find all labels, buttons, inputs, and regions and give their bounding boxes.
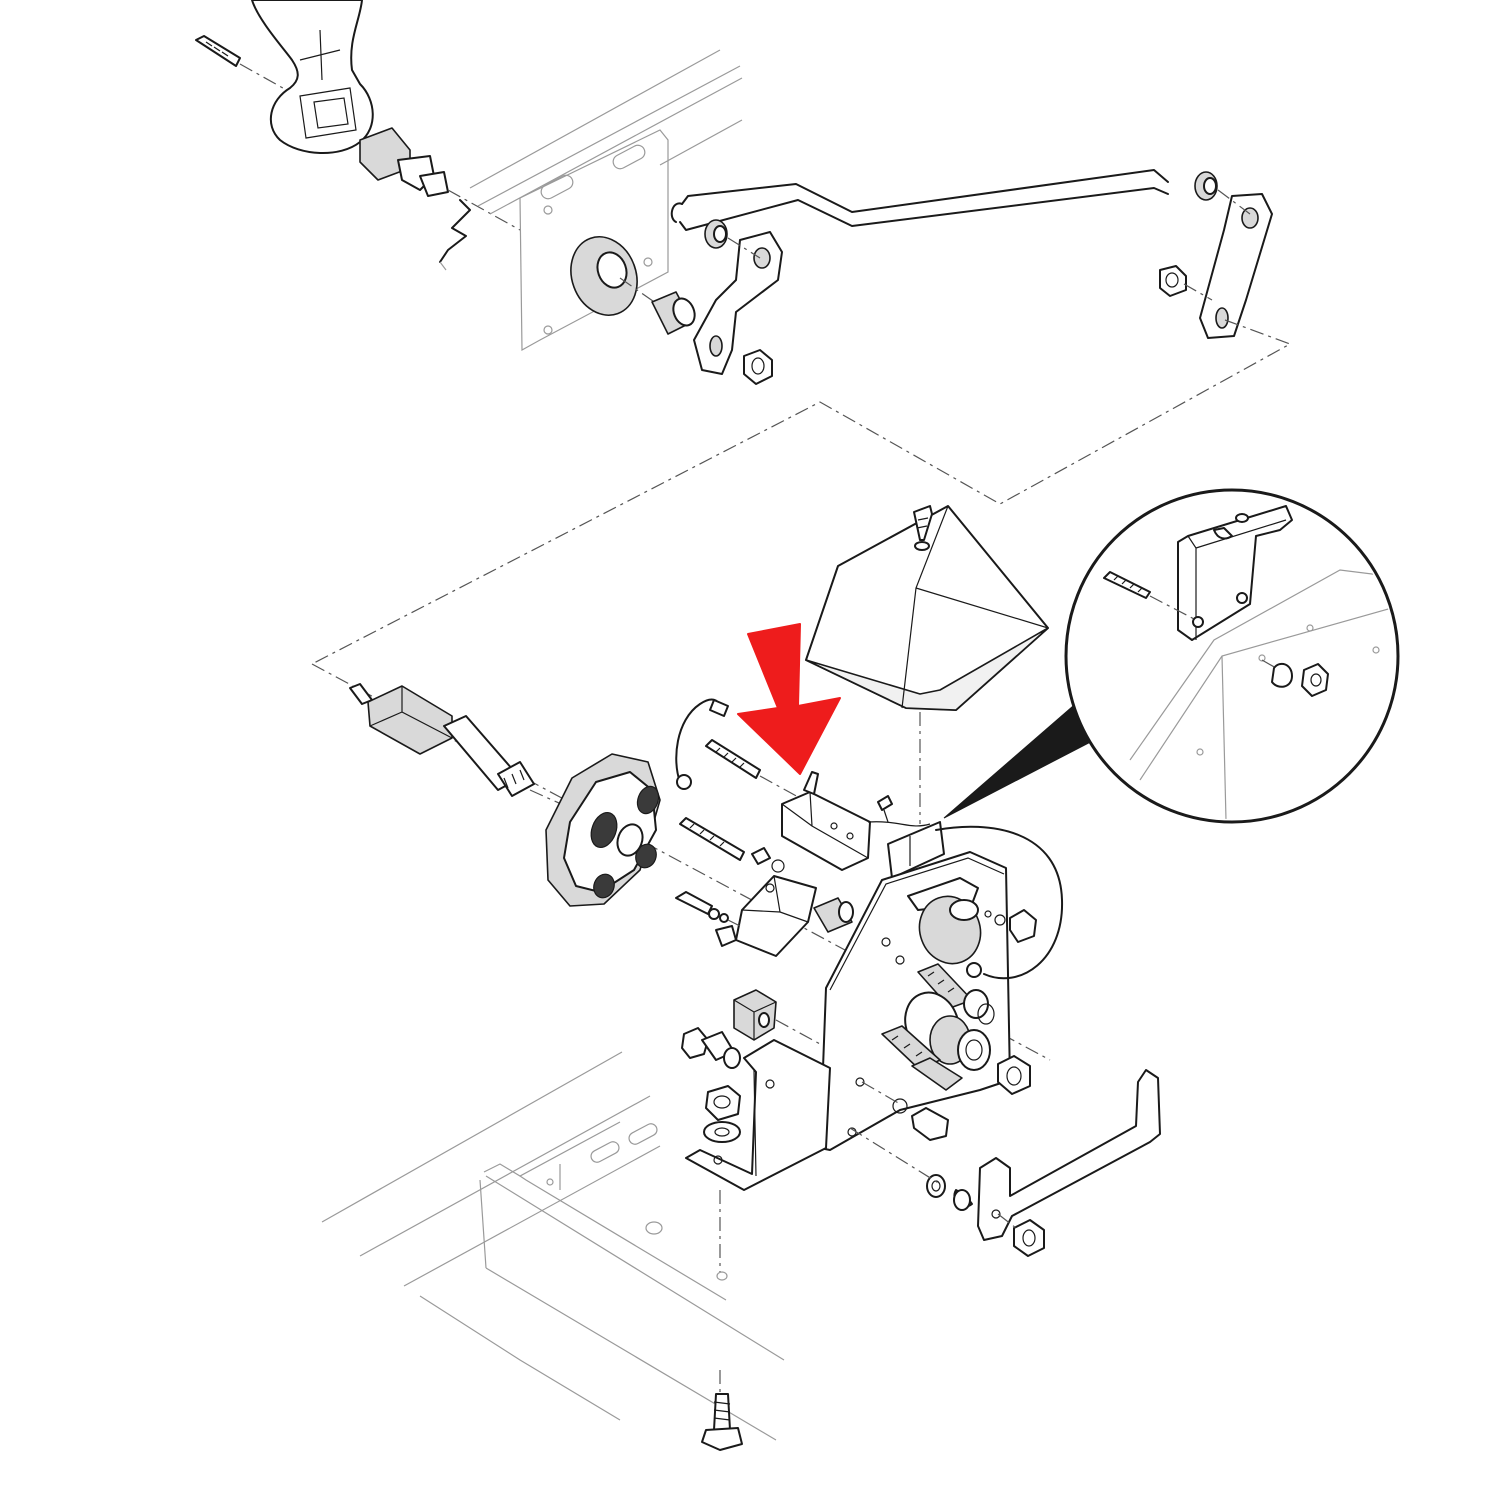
pivot-stud-lower <box>881 1025 963 1091</box>
shift-linkage-rod <box>670 169 1169 231</box>
small-screw <box>877 795 893 823</box>
frame-rail-bottom <box>321 1051 785 1441</box>
callout-detail-view <box>1064 488 1400 824</box>
forward-reverse-handle-assembly <box>195 0 521 231</box>
lock-nut-right <box>1159 265 1187 297</box>
switch-cover <box>805 505 1049 711</box>
lower-l-bracket <box>685 1039 831 1191</box>
micro-switch-lower <box>715 875 817 957</box>
ground-wire <box>675 698 729 790</box>
rod-bushing-left <box>704 219 728 249</box>
micro-switch <box>781 771 871 871</box>
plate-bolt-lower <box>892 1098 949 1141</box>
switch-mount-screw <box>751 847 785 873</box>
frame-channel-top <box>439 49 743 271</box>
selector-handle <box>251 0 374 154</box>
spacer-sleeve <box>813 897 854 933</box>
handle-screw <box>195 35 241 67</box>
mounting-plate-top <box>519 129 669 352</box>
switch-screw-small <box>675 891 729 923</box>
square-coupler <box>359 127 449 197</box>
selector-shaft <box>349 683 535 797</box>
wire-terminal <box>935 825 1064 980</box>
square-nut-block <box>733 989 777 1041</box>
lock-nut-left <box>743 349 773 385</box>
cover-screw <box>913 505 933 551</box>
selector-cam-rotor <box>545 753 661 907</box>
lever-arm-right <box>1199 193 1273 339</box>
switch-screw-upper <box>705 739 761 779</box>
lever-arm-left <box>693 231 783 375</box>
bracket-nut <box>705 1085 741 1121</box>
plate-fastener-upper <box>984 909 1037 943</box>
bracket-bolt <box>681 1027 741 1069</box>
plate-nut-right <box>997 1055 1031 1095</box>
bracket-washer <box>703 1121 741 1143</box>
arm-nut <box>1013 1219 1045 1257</box>
highlight-arrow <box>737 623 841 775</box>
cam-follower-bracket <box>907 877 982 965</box>
leader-outline-upper <box>311 319 1292 665</box>
rod-bushing-right <box>1194 171 1218 201</box>
switch-screw-lower <box>679 817 745 861</box>
frame-bolt <box>701 1393 743 1451</box>
arm-washers <box>926 1174 973 1211</box>
bushing-spacer <box>651 291 696 335</box>
pivot-roller <box>904 991 991 1071</box>
shift-arm-bottom <box>977 1069 1161 1241</box>
small-mounting-bracket <box>887 821 945 879</box>
